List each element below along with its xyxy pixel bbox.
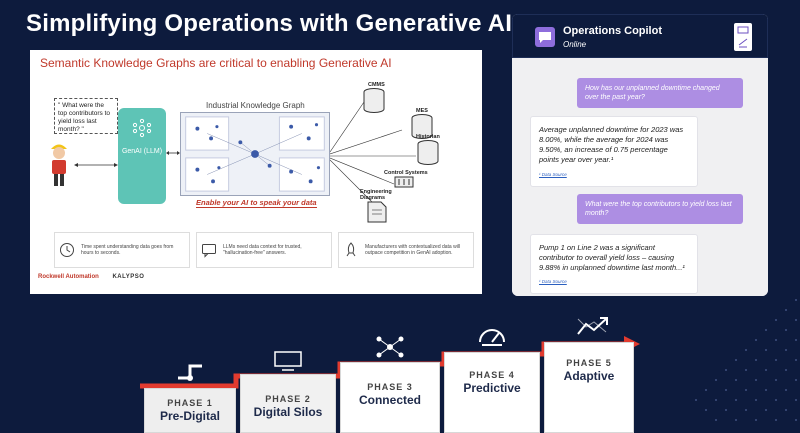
phase-number: PHASE 2 (265, 394, 311, 404)
data-source-link[interactable]: ¹ Data Source (539, 171, 567, 177)
chat-controls[interactable] (734, 23, 752, 51)
worker-icon (51, 144, 67, 186)
knowledge-graph-slide: Semantic Knowledge Graphs are critical t… (30, 50, 482, 294)
person-genai-arrow (74, 163, 118, 167)
phase-card-2: PHASE 2 Digital Silos (240, 374, 336, 433)
main-title: Simplifying Operations with Generative A… (26, 10, 513, 37)
kg-title: Industrial Knowledge Graph (206, 101, 305, 110)
gauge-icon (479, 329, 505, 346)
slide-title: Semantic Knowledge Graphs are critical t… (40, 56, 392, 70)
chat-status: Online (563, 40, 587, 49)
phase-number: PHASE 5 (566, 358, 612, 368)
bot-message-text: Pump 1 on Line 2 was a significant contr… (539, 243, 685, 273)
source-label-historian: Historian (416, 134, 440, 140)
neural-icon (132, 118, 152, 138)
kalypso-logo: KALYPSO (112, 274, 145, 280)
phase-name: Predictive (463, 381, 521, 395)
chat-messages: How has our unplanned downtime changed o… (512, 58, 768, 296)
source-label-control-systems: Control Systems (384, 170, 428, 176)
benefit-item: Time spent understanding data goes from … (54, 232, 190, 268)
question-box: " What were the top contributors to yiel… (54, 98, 118, 134)
trend-icon (577, 317, 608, 335)
monitor-icon (274, 351, 302, 371)
rocket-icon (346, 242, 356, 257)
user-message: How has our unplanned downtime changed o… (577, 78, 743, 109)
chat-bubble-icon (539, 32, 551, 43)
benefit-text: Manufacturers with contextualized data w… (365, 243, 461, 257)
benefit-text: Time spent understanding data goes from … (81, 243, 174, 257)
genai-kg-arrow (166, 151, 180, 155)
copilot-chat-panel: Operations Copilot Online How has our un… (512, 14, 768, 296)
decorative-dots (695, 299, 797, 421)
phase-number: PHASE 4 (469, 370, 515, 380)
phase-card-3: PHASE 3 Connected (340, 362, 440, 433)
benefit-item: LLMs need data context for trusted, "hal… (196, 232, 332, 268)
control-systems-icon (394, 176, 414, 188)
window-controls-icon[interactable] (734, 23, 752, 51)
source-label-cmms: CMMS (368, 82, 385, 88)
chat-header: Operations Copilot Online (512, 14, 768, 58)
mes-database-icon (411, 114, 433, 139)
genai-block: GenAI (LLM) (118, 108, 166, 204)
engineering-diagram-icon (367, 201, 387, 223)
cmms-database-icon (363, 88, 385, 113)
phase-card-4: PHASE 4 Predictive (444, 352, 540, 433)
phase-number: PHASE 3 (367, 382, 413, 392)
data-source-link[interactable]: ¹ Data Source (539, 279, 567, 285)
benefits-row: Time spent understanding data goes from … (54, 232, 474, 268)
knowledge-graph-diagram (180, 112, 330, 196)
copilot-avatar (535, 27, 555, 47)
bot-message: Average unplanned downtime for 2023 was … (530, 116, 698, 187)
user-message: What were the top contributors to yield … (577, 194, 743, 225)
phase-card-5: PHASE 5 Adaptive (544, 342, 634, 433)
clock-icon (60, 243, 74, 257)
genai-label: GenAI (LLM) (121, 148, 163, 155)
bot-message-text: Average unplanned downtime for 2023 was … (539, 125, 684, 165)
rockwell-logo: Rockwell Automation (38, 274, 99, 280)
source-label-engineering-diagrams: Engineering Diagrams (360, 189, 392, 202)
phase-name: Pre-Digital (159, 409, 220, 423)
kg-tagline: Enable your AI to speak your data (196, 198, 317, 208)
pipe-icon (178, 364, 202, 381)
chat-icon (202, 244, 216, 258)
source-label-mes: MES (416, 108, 428, 114)
benefit-item: Manufacturers with contextualized data w… (338, 232, 474, 268)
slide-logos: Rockwell Automation KALYPSO (38, 274, 144, 280)
historian-database-icon (417, 140, 439, 165)
network-icon (376, 336, 404, 358)
phase-name: Digital Silos (253, 405, 323, 419)
phase-name: Adaptive (563, 369, 615, 383)
phase-name: Connected (358, 393, 421, 407)
chat-title: Operations Copilot (563, 25, 662, 37)
phase-number: PHASE 1 (167, 398, 213, 408)
benefit-text: LLMs need data context for trusted, "hal… (223, 243, 302, 257)
bot-message: Pump 1 on Line 2 was a significant contr… (530, 234, 698, 295)
phase-card-1: PHASE 1 Pre-Digital (144, 388, 236, 433)
